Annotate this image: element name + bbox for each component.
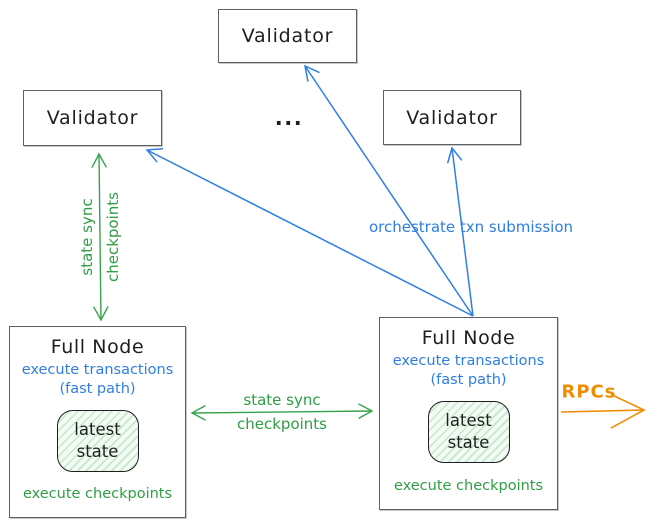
rpc-label: RPCs — [561, 381, 617, 403]
latest-state-right-line2: state — [447, 433, 490, 452]
validators-ellipsis: ... — [274, 106, 304, 130]
full-node-right-box: Full Node execute transactions (fast pat… — [379, 317, 558, 510]
full-node-left-box: Full Node execute transactions (fast pat… — [9, 326, 186, 518]
arrow-fullnode-to-validator-left — [145, 148, 474, 317]
latest-state-box-left: latest state — [56, 410, 139, 472]
full-node-left-exec-transactions: execute transactions — [21, 362, 174, 378]
full-node-right-exec-transactions: execute transactions — [392, 353, 545, 369]
latest-state-box-right: latest state — [427, 401, 510, 463]
full-node-left-fast-path: (fast path) — [59, 381, 136, 397]
full-node-right-exec-checkpoints: execute checkpoints — [393, 478, 544, 494]
state-sync-arrows — [91, 152, 374, 421]
arrow-fullnode-to-validator-top — [303, 64, 474, 317]
orchestrate-txn-arrows — [145, 64, 474, 317]
validator-left-box: Validator — [23, 90, 162, 146]
validator-top-label: Validator — [241, 25, 334, 47]
latest-state-left-line1: latest — [74, 420, 121, 439]
state-sync-horizontal-line1: state sync — [243, 391, 321, 409]
full-node-right-title: Full Node — [421, 327, 516, 349]
validator-right-box: Validator — [383, 90, 521, 145]
arrow-fullnode-to-validator-right — [447, 146, 474, 317]
full-node-left-title: Full Node — [50, 336, 145, 358]
full-node-left-exec-checkpoints: execute checkpoints — [22, 486, 173, 502]
orchestrate-txn-submission-label: orchestrate txn submission — [368, 218, 574, 236]
state-sync-horizontal-line2: checkpoints — [237, 415, 327, 433]
validator-left-label: Validator — [46, 107, 139, 129]
validator-top-box: Validator — [218, 9, 357, 63]
validator-right-label: Validator — [406, 106, 498, 129]
state-sync-arrow-horizontal — [190, 403, 374, 421]
state-sync-vertical-line2: checkpoints — [104, 192, 122, 282]
state-sync-vertical-label: state sync checkpoints — [74, 192, 126, 282]
latest-state-left-line2: state — [76, 442, 119, 461]
latest-state-right-line1: latest — [445, 411, 492, 430]
full-node-right-fast-path: (fast path) — [430, 372, 507, 388]
rpc-arrow — [560, 393, 646, 429]
state-sync-horizontal-label: state sync checkpoints — [237, 388, 327, 436]
state-sync-vertical-line1: state sync — [78, 198, 96, 276]
state-sync-arrow-vertical — [91, 152, 109, 322]
